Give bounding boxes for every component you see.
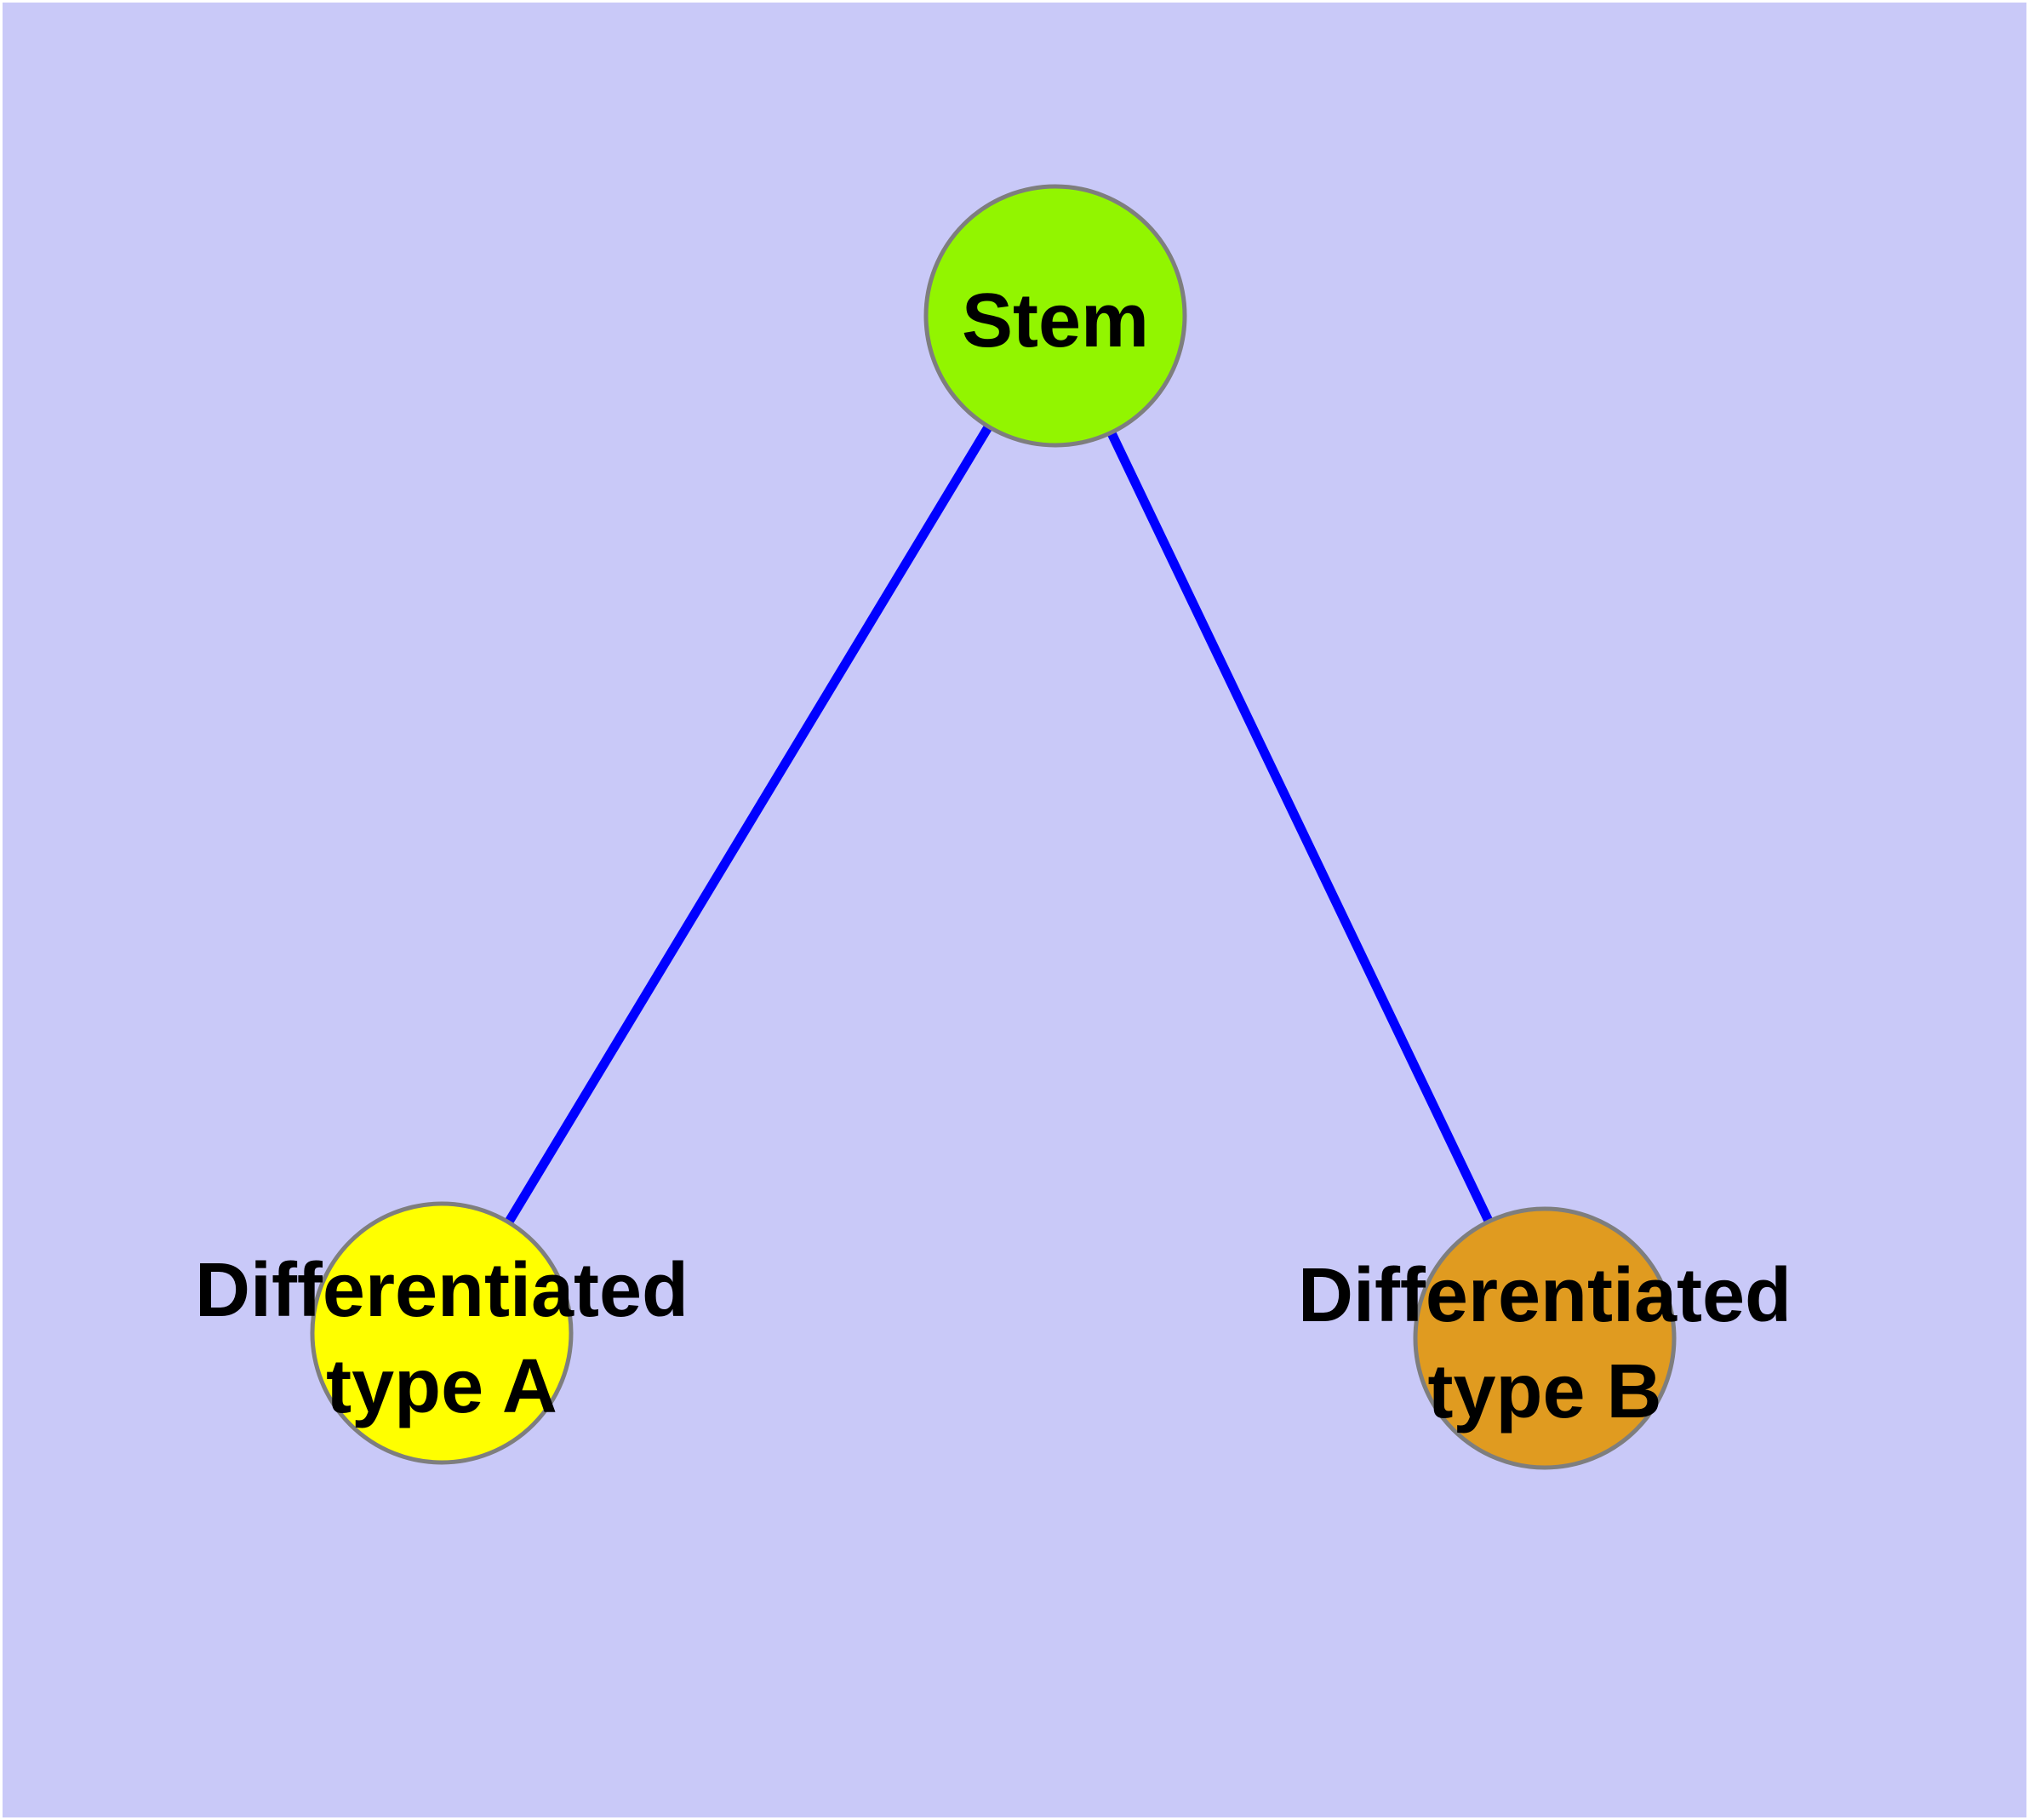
node-type-b-label-line2: type B [1427,1349,1661,1434]
node-differentiated-type-b [1413,1206,1677,1470]
node-type-b-label-line1: Differentiated [1298,1253,1792,1338]
node-stem-label: Stem [962,278,1149,363]
node-stem [923,184,1187,448]
node-differentiated-type-a [310,1201,574,1465]
edge-stem-to-type-b [1051,313,1549,1341]
edge-stem-to-type-a [437,313,1060,1336]
node-type-a-label-line1: Differentiated [195,1248,689,1333]
node-type-a-label-line2: type A [326,1344,557,1429]
